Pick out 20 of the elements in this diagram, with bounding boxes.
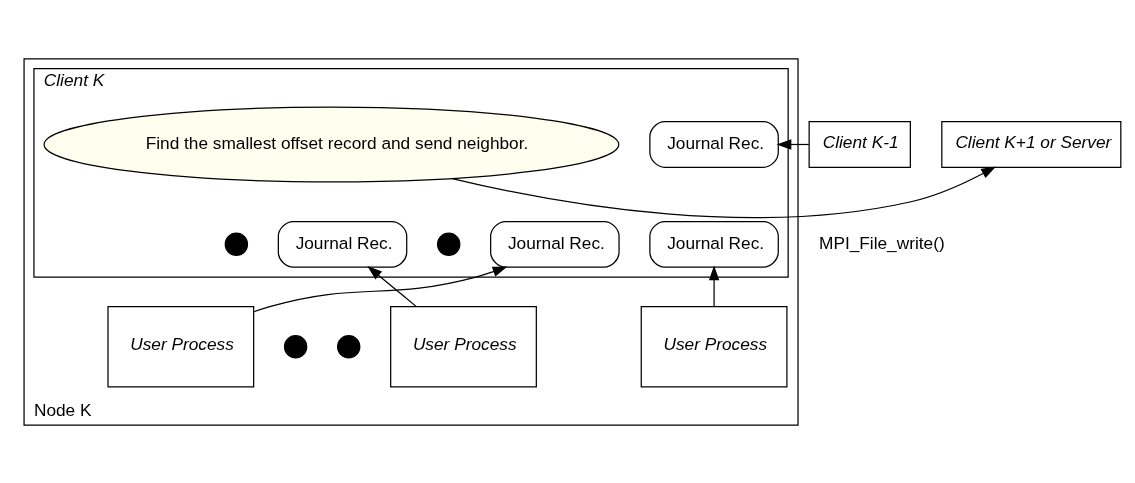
arrow bbox=[253, 266, 508, 312]
node-box: Journal Rec. bbox=[649, 120, 779, 168]
node-circle bbox=[337, 334, 361, 359]
arrow bbox=[451, 165, 997, 218]
node-box: User Process bbox=[640, 305, 788, 388]
node-ellipse: Find the smallest offset record and send neighbor. bbox=[43, 105, 620, 182]
node-box: Journal Rec. bbox=[649, 220, 779, 268]
node-circle bbox=[283, 334, 308, 359]
arrow bbox=[367, 265, 417, 307]
node-box: User Process bbox=[390, 305, 537, 388]
node-circle bbox=[436, 232, 461, 256]
node-box: Client K-1 bbox=[808, 120, 911, 168]
node-box: Client K+1 or Server bbox=[941, 120, 1122, 168]
node-box: User Process bbox=[107, 305, 255, 388]
node-circle bbox=[224, 232, 249, 256]
label: MPI_File_write() bbox=[819, 232, 945, 253]
node-box: Journal Rec. bbox=[490, 220, 620, 268]
arrow bbox=[776, 138, 810, 150]
arrow bbox=[708, 264, 720, 307]
node-box: Journal Rec. bbox=[277, 220, 408, 268]
